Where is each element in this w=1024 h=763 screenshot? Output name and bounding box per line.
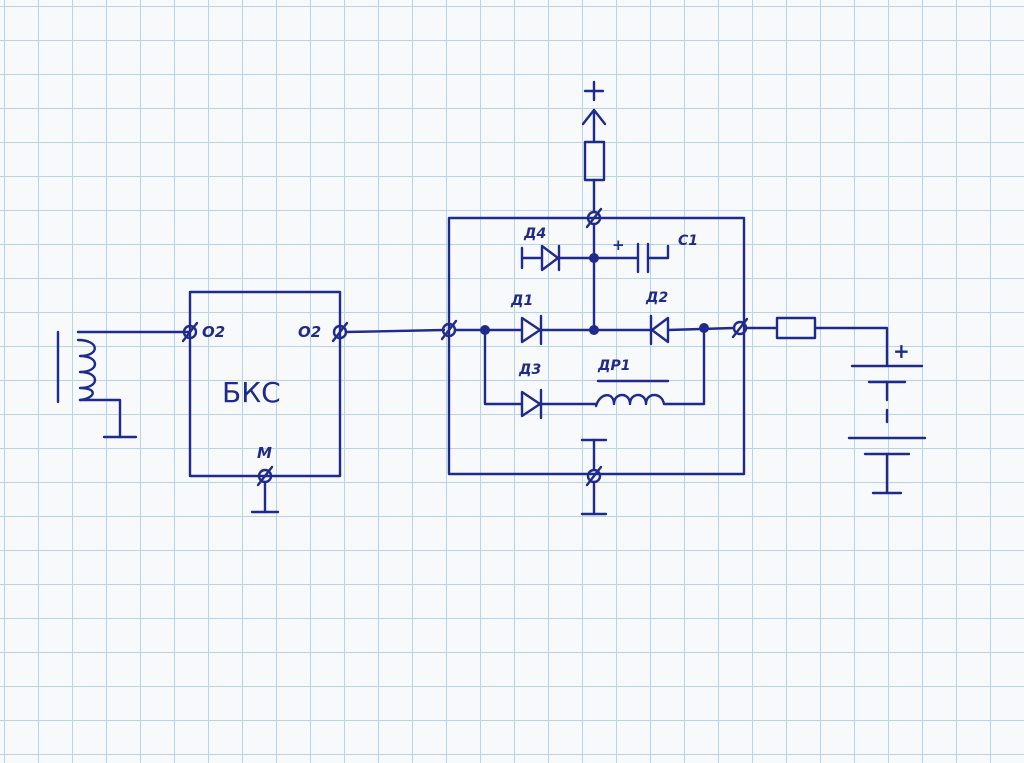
filter-unit-frame [447,216,746,476]
battery: + [847,339,927,495]
capacitor-c1-label: С1 [678,233,698,249]
battery-fuse [744,316,889,367]
diode-d4-label: Д4 [523,226,546,242]
bks-terminal-ground: М [250,444,280,514]
capacitor-c1-plus: + [612,236,625,254]
unit-terminal-bottom [580,438,608,516]
battery-plus-label: + [893,339,910,363]
capacitor-c1: + С1 [592,233,698,274]
bks-label: БКС [222,376,281,409]
diode-d3: Д3 [518,362,543,420]
bks-ground-pin-label: М [257,444,272,462]
signal-wire [344,328,446,334]
choke-dr1: ДР1 [594,358,672,408]
bks-right-pin-label: О2 [298,323,321,341]
lower-branch-wire [483,326,706,406]
bks-terminal-left: О2 [181,321,225,343]
diode-d2: Д2 [645,290,670,346]
choke-dr1-label: ДР1 [597,358,630,374]
bks-terminal-right: О2 [298,321,349,343]
antenna-coil [56,330,192,439]
supply-output: + [581,80,607,214]
diode-d4: Д4 [520,226,596,272]
diode-d3-label: Д3 [518,362,541,378]
bks-left-pin-label: О2 [202,323,225,341]
bks-block: БКС [188,290,342,478]
diode-d2-label: Д2 [645,290,668,306]
diode-d1: Д1 [510,293,543,346]
diode-d1-label: Д1 [510,293,533,309]
